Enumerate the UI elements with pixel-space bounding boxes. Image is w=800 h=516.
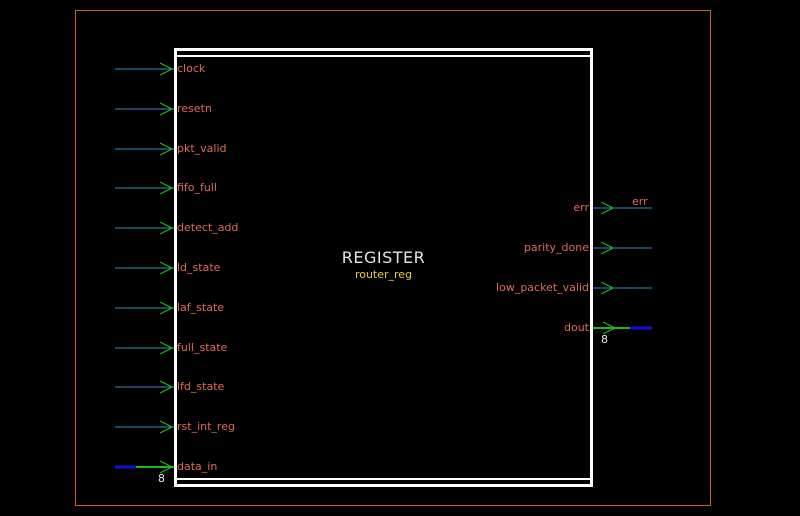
- input-pin-data_in: data_in: [177, 460, 218, 473]
- output-pin-err: err: [573, 201, 589, 214]
- block-bottom-bar: [177, 478, 590, 480]
- schematic-frame: [75, 10, 711, 506]
- input-pin-detect_add: detect_add: [177, 221, 239, 234]
- input-arrow-icon: [159, 420, 174, 434]
- input-arrow-icon: [159, 181, 174, 195]
- input-pin-lfd_state: lfd_state: [177, 380, 225, 393]
- block-title: REGISTER: [341, 248, 426, 267]
- input-pin-rst_int_reg: rst_int_reg: [177, 420, 235, 433]
- input-pin-clock: clock: [177, 62, 206, 75]
- input-arrow-icon: [159, 102, 174, 116]
- register-block[interactable]: [174, 48, 593, 487]
- output-arrow-icon: [600, 281, 615, 295]
- output-net-err: err: [632, 195, 648, 208]
- input-pin-full_state: full_state: [177, 341, 228, 354]
- bus-width-label: 8: [158, 472, 165, 485]
- input-arrow-icon: [159, 301, 174, 315]
- input-arrow-icon: [159, 261, 174, 275]
- block-top-bar: [177, 55, 590, 57]
- input-pin-pkt_valid: pkt_valid: [177, 142, 227, 155]
- input-pin-laf_state: laf_state: [177, 301, 225, 314]
- input-arrow-icon: [159, 221, 174, 235]
- input-arrow-icon: [159, 380, 174, 394]
- output-pin-low_packet_valid: low_packet_valid: [496, 281, 589, 294]
- input-arrow-icon: [159, 142, 174, 156]
- input-arrow-icon: [159, 341, 174, 355]
- output-arrow-icon: [600, 201, 615, 215]
- input-pin-ld_state: ld_state: [177, 261, 221, 274]
- input-arrow-icon: [159, 62, 174, 76]
- input-pin-resetn: resetn: [177, 102, 212, 115]
- output-pin-dout: dout: [564, 321, 589, 334]
- output-pin-parity_done: parity_done: [523, 241, 589, 254]
- input-arrow-icon: [159, 460, 174, 474]
- output-arrow-icon: [600, 241, 615, 255]
- block-instance-name: router_reg: [354, 268, 413, 281]
- bus-width-label: 8: [601, 333, 608, 346]
- input-pin-fifo_full: fifo_full: [177, 181, 217, 194]
- output-arrow-icon: [602, 321, 617, 335]
